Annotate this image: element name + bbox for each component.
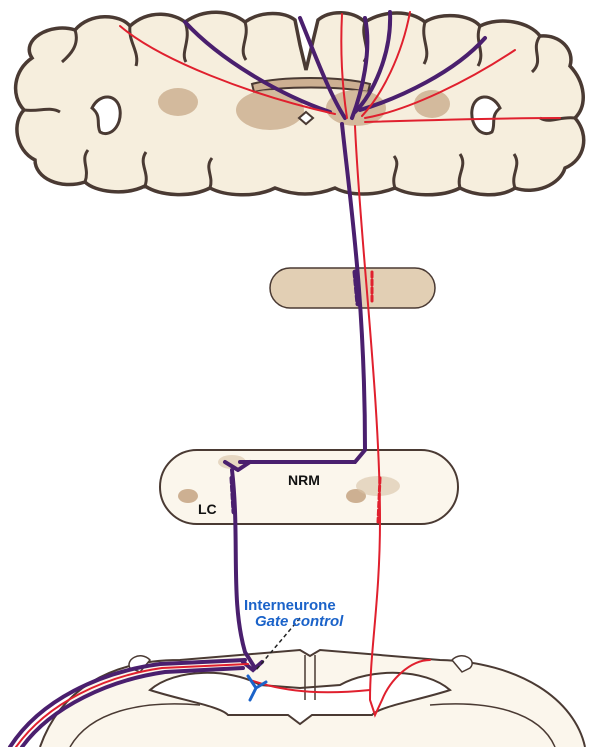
spinal-cord-section [40,650,585,747]
lc-nucleus [178,489,198,503]
basal-nucleus-right [414,90,450,118]
basal-nucleus-left [158,88,198,116]
lc-label: LC [198,501,217,517]
brainstem-nucleus [356,476,400,496]
descending-dashed [355,272,358,304]
interneurone-label: Interneurone [244,597,336,614]
descending-dashed [232,478,234,512]
gate-control-label: Gate control [255,613,344,630]
midbrain-slice [270,268,435,308]
brain-section [16,12,584,195]
nrm-label: NRM [288,472,320,488]
